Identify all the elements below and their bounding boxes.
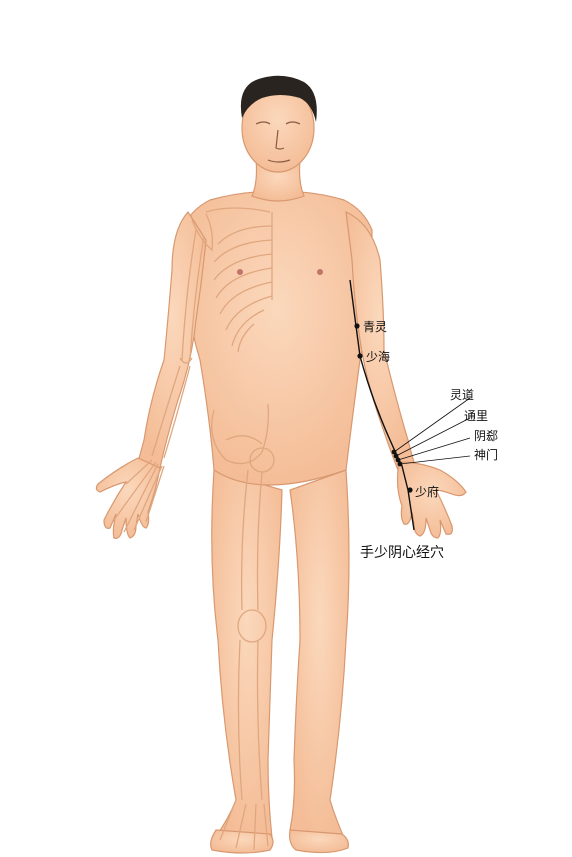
body-silhouette xyxy=(95,83,467,854)
label-tongli: 通里 xyxy=(464,409,489,423)
acupoint-lingdao-icon xyxy=(391,449,397,455)
left-hand xyxy=(396,461,467,539)
label-qingling: 青灵 xyxy=(363,320,388,334)
neck xyxy=(251,159,305,202)
left-nipple-icon xyxy=(317,269,323,275)
acupoint-yinxi-icon xyxy=(395,457,401,463)
acupoint-shaohai-icon xyxy=(357,353,363,359)
acupoints xyxy=(354,323,413,493)
acupoint-shenmen-icon xyxy=(397,461,403,467)
label-shenmen: 神门 xyxy=(474,448,499,462)
diagram-caption: 手少阴心经穴 xyxy=(360,545,444,561)
label-shaohai: 少海 xyxy=(366,350,391,364)
left-arm xyxy=(345,211,415,471)
label-shaofu: 少府 xyxy=(415,485,440,499)
label-lingdao: 灵道 xyxy=(450,388,475,402)
face-features xyxy=(255,121,301,163)
acupoint-qingling-icon xyxy=(354,323,360,329)
hair xyxy=(240,75,317,122)
right-foot xyxy=(210,829,274,854)
right-nipple-icon xyxy=(237,269,243,275)
right-leg xyxy=(211,469,283,844)
skeleton-overlay xyxy=(113,207,275,851)
left-foot xyxy=(289,829,349,854)
leader-lines xyxy=(393,397,471,465)
torso xyxy=(181,191,373,486)
label-yinxi: 阴郄 xyxy=(474,429,499,443)
acupoint-shaofu-icon xyxy=(407,487,413,493)
left-leg xyxy=(289,469,350,845)
acupoint-tongli-icon xyxy=(393,453,399,459)
